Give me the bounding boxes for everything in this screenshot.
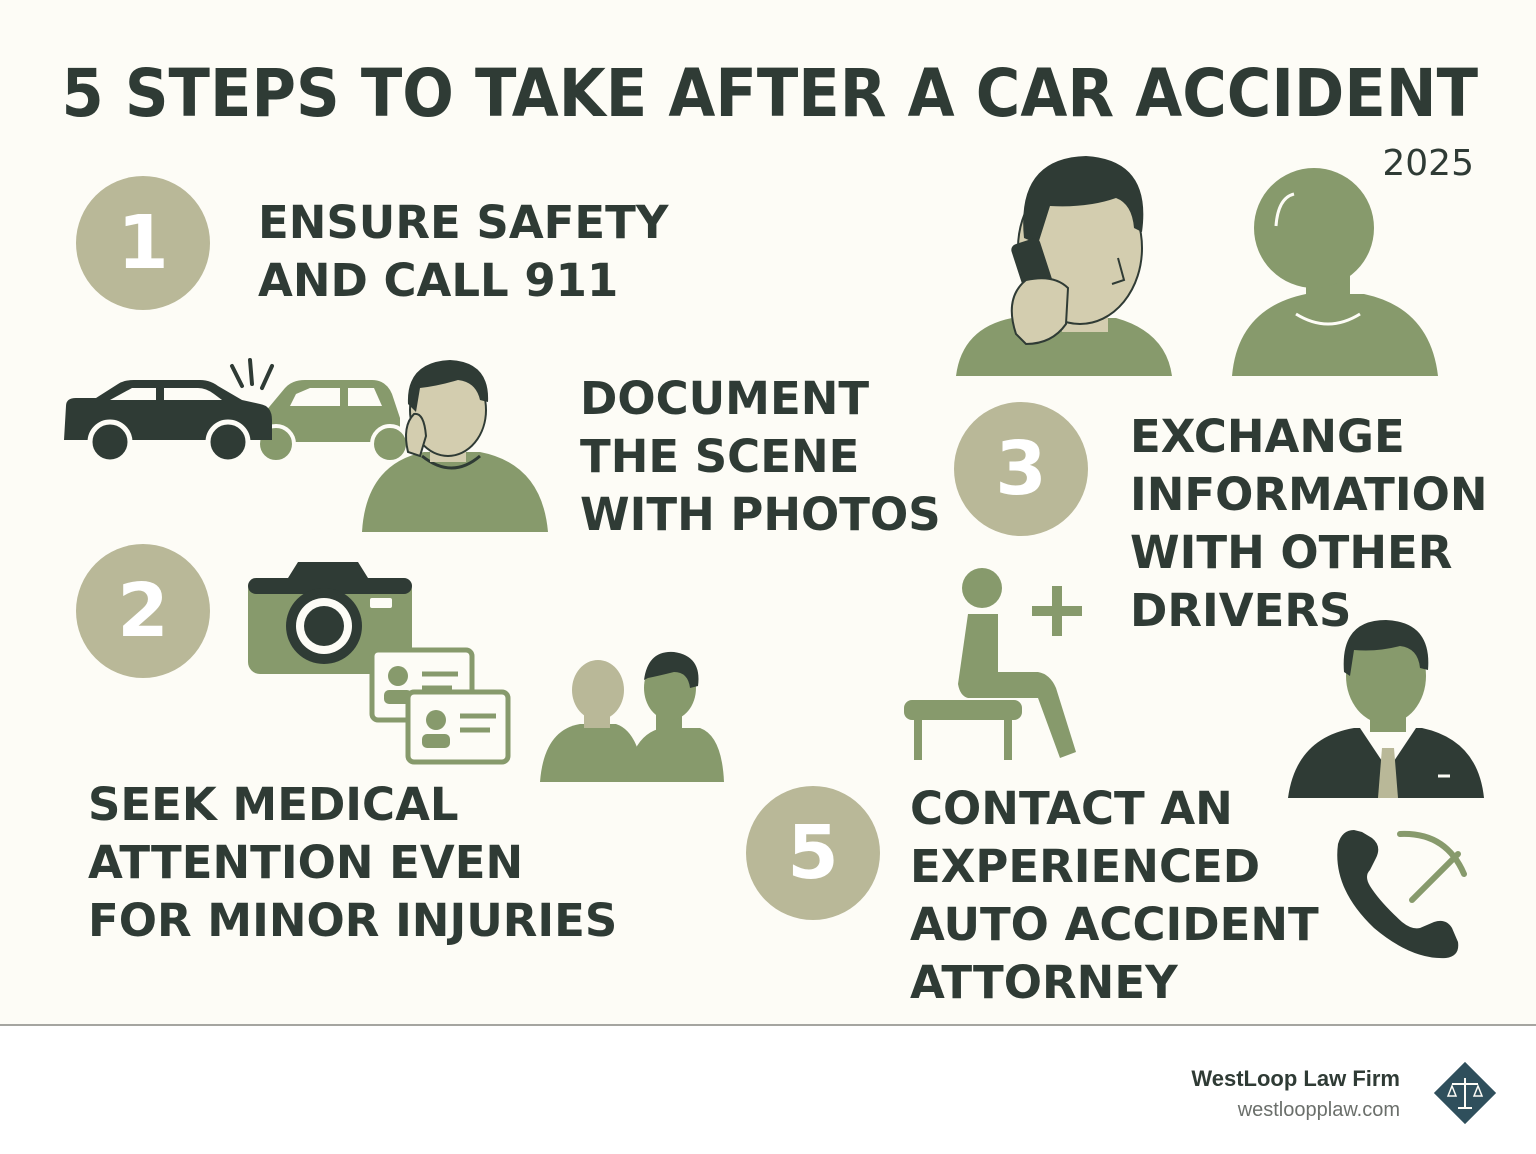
step-4-text: DOCUMENT THE SCENE WITH PHOTOS (580, 370, 941, 544)
step-5-number: 5 (746, 786, 880, 920)
footer (0, 1026, 1536, 1154)
talking-people-icon (540, 651, 724, 782)
firm-url-link[interactable]: westloopplaw.com (1237, 1099, 1400, 1121)
seated-patient-icon (904, 568, 1082, 760)
step-3-line: EXCHANGE (1130, 410, 1405, 463)
step-3-line: INFORMATION (1130, 468, 1488, 521)
step-5-line: AUTO ACCIDENT (910, 898, 1319, 951)
step-5-line: CONTACT AN (910, 782, 1233, 835)
camera-icon (248, 562, 412, 674)
footer-divider (0, 1024, 1536, 1026)
step-1-text: ENSURE SAFETY AND CALL 911 (258, 194, 668, 310)
id-cards-icon (369, 647, 511, 765)
step-4-line: DOCUMENT (580, 372, 870, 425)
step-1-line: AND CALL 911 (258, 254, 619, 307)
step-2-text: SEEK MEDICAL ATTENTION EVEN FOR MINOR IN… (88, 776, 617, 950)
step-3-line: DRIVERS (1130, 584, 1352, 637)
phone-icon (1337, 830, 1467, 959)
step-3-line: WITH OTHER (1130, 526, 1453, 579)
attorney-icon (1288, 620, 1484, 798)
step-4-line: THE SCENE (580, 430, 860, 483)
year-label: 2025 (1382, 143, 1474, 184)
step-4-line: WITH PHOTOS (580, 488, 941, 541)
page-title: 5 STEPS TO TAKE AFTER A CAR ACCIDENT (61, 55, 1479, 132)
car-crash-icon (64, 358, 410, 465)
step-2-line: SEEK MEDICAL (88, 778, 459, 831)
step-2-line: ATTENTION EVEN (88, 836, 524, 889)
step-5-line: ATTORNEY (910, 956, 1178, 1009)
scales-of-justice-logo-icon (1433, 1061, 1497, 1125)
step-3-text: EXCHANGE INFORMATION WITH OTHER DRIVERS (1130, 408, 1488, 640)
step-3-number: 3 (954, 402, 1088, 536)
step-2-line: FOR MINOR INJURIES (88, 894, 618, 947)
step-1-line: ENSURE SAFETY (258, 196, 669, 249)
two-people-icon (956, 156, 1438, 376)
step-5-text: CONTACT AN EXPERIENCED AUTO ACCIDENT ATT… (910, 780, 1319, 1012)
step-1-number: 1 (76, 176, 210, 310)
firm-name: WestLoop Law Firm (1191, 1066, 1400, 1091)
step-5-line: EXPERIENCED (910, 840, 1261, 893)
step-2-number: 2 (76, 544, 210, 678)
phone-call-person-icon (362, 360, 548, 532)
